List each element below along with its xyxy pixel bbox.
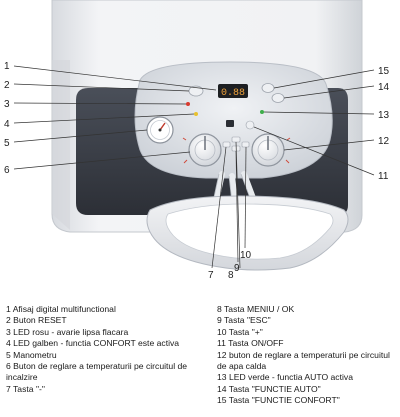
callout-15: 15 [378,66,390,77]
display-reading: 0.88 [221,88,245,99]
callout-2: 2 [4,80,10,91]
legend-item-12: 12 buton de reglare a temperaturii pe ci… [217,349,390,372]
callout-11: 11 [378,171,389,182]
boiler-diagram: 0.88 [4,0,390,281]
legend-right-column: 8 Tasta MENIU / OK 9 Tasta "ESC" 10 Tast… [217,304,399,407]
green-led [260,110,264,114]
top-buttons [186,83,285,116]
callout-line-7 [211,146,227,269]
callout-line-5 [13,129,148,143]
callout-numbers: 1 2 3 4 5 6 7 8 9 10 11 12 13 14 15 [4,61,390,281]
callout-line-13 [263,111,375,115]
callout-6: 6 [4,165,10,176]
callout-line-2 [13,83,190,92]
menu-ok-key[interactable] [231,136,241,143]
dhw-temperature-knob[interactable] [251,133,285,167]
legend-item-4: 4 LED galben - functia CONFORT este acti… [6,338,180,349]
legend: 1 Afisaj digital multifunctional 2 Buton… [0,290,400,417]
legend-item-9: 9 Tasta "ESC" [217,315,271,326]
callout-line-9 [235,150,239,263]
heating-temperature-knob[interactable] [188,133,222,167]
callout-lines [13,65,375,269]
plus-key[interactable] [241,141,250,148]
legend-item-2: 2 Buton RESET [6,315,67,326]
yellow-led [194,112,198,116]
minus-key[interactable] [222,141,231,148]
legend-item-6: 6 Buton de reglare a temperaturii pe cir… [6,361,188,383]
callout-4: 4 [4,119,10,130]
callout-line-4 [13,113,195,124]
callout-12: 12 [378,136,390,147]
legend-item-1: 1 Afisaj digital multifunctional [6,304,116,314]
callout-line-1 [13,65,217,91]
red-led [186,102,190,106]
legend-item-8: 8 Tasta MENIU / OK [217,304,295,314]
callout-8: 8 [228,270,234,281]
callout-line-10 [244,146,247,249]
callout-13: 13 [378,110,390,121]
legend-item-5: 5 Manometru [6,349,57,360]
callout-1: 1 [4,61,10,72]
callout-7: 7 [208,270,214,281]
legend-item-7: 7 Tasta "-" [6,383,45,394]
callout-9: 9 [234,263,240,274]
legend-item-13: 13 LED verde - functia AUTO activa [217,372,353,383]
hinged-cover[interactable] [146,195,349,271]
callout-line-11 [253,126,375,176]
confort-function-button[interactable] [261,83,275,93]
on-off-key[interactable] [245,120,255,130]
legend-item-3: 3 LED rosu - avarie lipsa flacara [6,326,129,337]
callout-10: 10 [240,250,252,261]
legend-item-15: 15 Tasta "FUNCTIE CONFORT" [217,395,340,406]
knob-scale-marks [182,137,291,164]
legend-item-14: 14 Tasta "FUNCTIE AUTO" [217,383,321,394]
legend-item-10: 10 Tasta "+" [217,326,263,337]
callout-line-8 [235,141,241,269]
callout-line-6 [13,151,191,170]
display: 0.88 [218,84,248,99]
callout-line-3 [13,102,187,105]
callout-line-12 [283,139,375,151]
legend-item-11: 11 Tasta ON/OFF [217,338,284,349]
center-badge [226,120,234,127]
legend-left-column: 1 Afisaj digital multifunctional 2 Buton… [6,304,212,395]
callout-3: 3 [4,99,10,110]
callout-5: 5 [4,138,10,149]
auto-function-button[interactable] [271,93,285,103]
callout-line-15 [273,69,375,89]
callout-14: 14 [378,82,390,93]
manometer [146,116,174,144]
callout-line-14 [283,85,375,99]
